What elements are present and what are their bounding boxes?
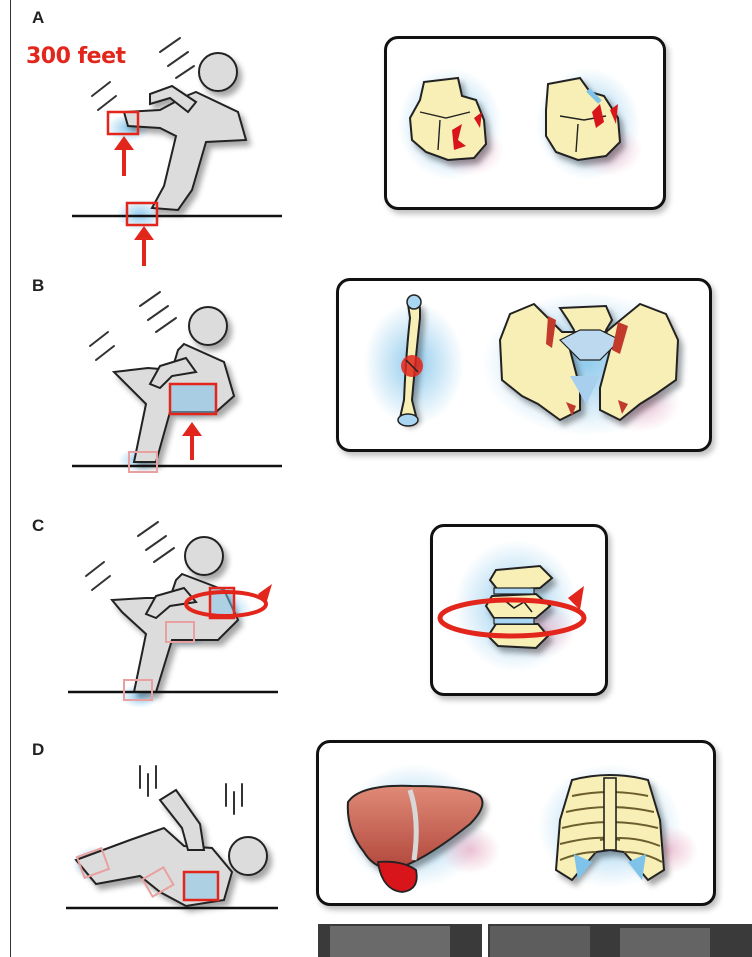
motion-line <box>146 536 166 550</box>
panel-d-organs <box>342 764 698 892</box>
head-icon <box>199 53 237 91</box>
sternum-bone <box>604 778 616 850</box>
motion-line <box>86 562 104 576</box>
motion-line <box>168 52 188 66</box>
force-arrow-icon <box>134 226 154 266</box>
panel-a-bones <box>398 68 642 180</box>
motion-line <box>96 346 114 360</box>
panel-c-figure <box>68 522 278 708</box>
head-icon <box>229 837 267 875</box>
motion-line <box>176 66 194 78</box>
motion-line <box>148 306 168 320</box>
motion-line <box>90 332 108 346</box>
panel-b-figure <box>72 292 282 472</box>
head-icon <box>189 307 227 345</box>
rotation-arrowhead-icon <box>258 584 272 604</box>
motion-line <box>138 522 158 536</box>
impact-box <box>170 384 216 414</box>
gallbladder-injury <box>378 862 417 892</box>
panel-d-figure <box>66 766 278 908</box>
force-arrow-icon <box>114 136 134 176</box>
vertebra <box>490 566 552 590</box>
imaging-strip <box>318 924 752 957</box>
femur-head <box>407 295 421 309</box>
force-arrow-icon <box>182 422 202 460</box>
panel-a-figure <box>72 38 282 266</box>
motion-line <box>160 38 180 52</box>
head-icon <box>185 537 223 575</box>
impact-box <box>184 872 218 900</box>
femur-condyle <box>398 414 418 426</box>
motion-line <box>140 292 160 306</box>
motion-line <box>92 576 110 590</box>
panel-b-bones <box>364 292 690 436</box>
motion-line <box>92 82 110 96</box>
motion-line <box>156 318 176 332</box>
motion-line <box>98 96 116 110</box>
panel-c-spine <box>440 540 584 672</box>
motion-line <box>154 548 174 562</box>
